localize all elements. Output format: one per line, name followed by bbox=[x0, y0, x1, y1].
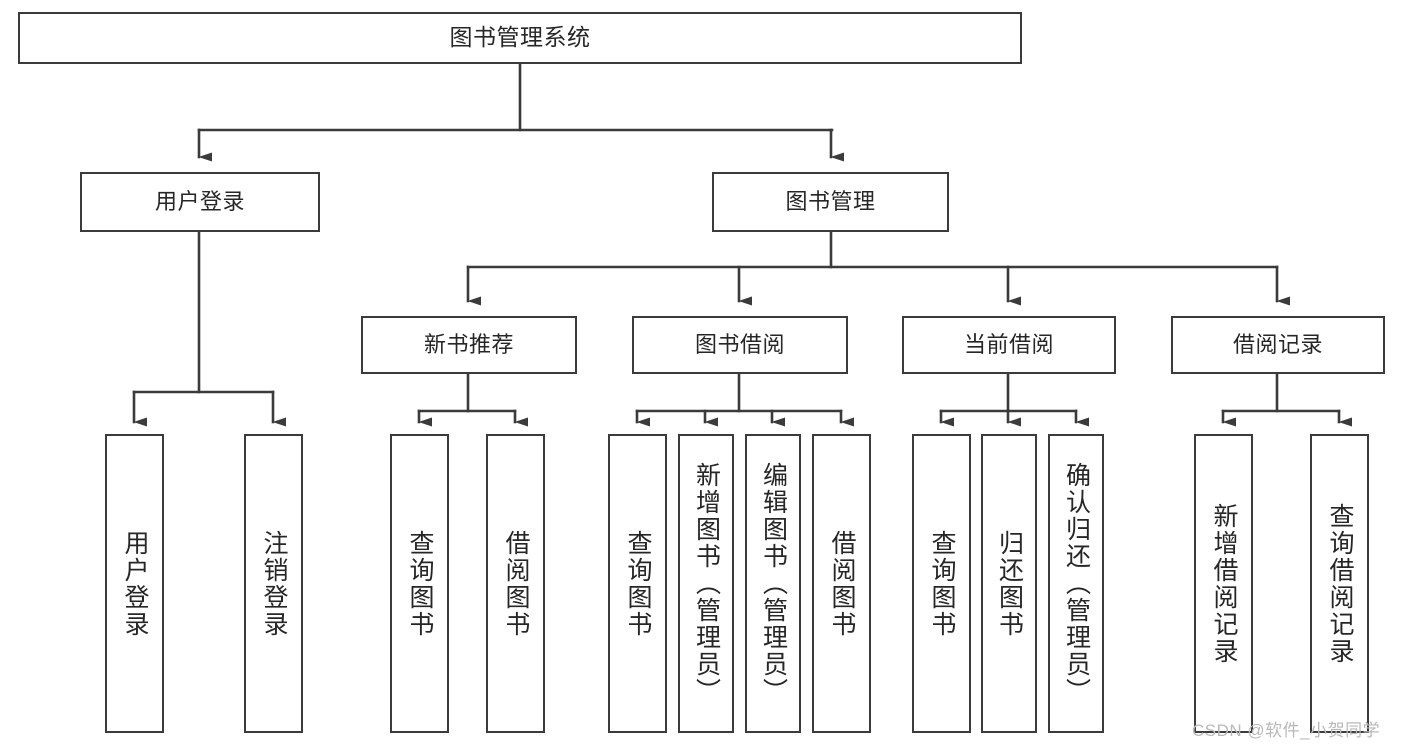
node-new-book-recommend-label: 新书推荐 bbox=[423, 332, 514, 358]
leaf-newbook-borrow-book-label: 借阅图书 bbox=[502, 529, 530, 638]
node-book-management-label: 图书管理 bbox=[785, 189, 876, 215]
leaf-borrow-query-book[interactable]: 查询图书 bbox=[608, 434, 667, 733]
leaf-borrow-add-book-admin-label: 新增图书（管理员） bbox=[692, 462, 721, 705]
leaf-borrow-borrow-book[interactable]: 借阅图书 bbox=[812, 434, 871, 733]
node-user-login[interactable]: 用户登录 bbox=[80, 172, 320, 232]
leaf-borrow-add-book-admin[interactable]: 新增图书（管理员） bbox=[678, 434, 734, 733]
node-user-login-label: 用户登录 bbox=[154, 189, 245, 215]
leaf-current-return-book-label: 归还图书 bbox=[995, 529, 1024, 638]
leaf-logout-login-label: 注销登录 bbox=[260, 529, 288, 638]
leaf-user-login-label: 用户登录 bbox=[121, 529, 149, 638]
leaf-records-add-record-label: 新增借阅记录 bbox=[1210, 502, 1238, 665]
node-book-borrow[interactable]: 图书借阅 bbox=[632, 316, 848, 374]
leaf-current-query-book[interactable]: 查询图书 bbox=[912, 434, 971, 733]
leaf-records-add-record[interactable]: 新增借阅记录 bbox=[1194, 434, 1253, 733]
csdn-watermark: CSDN @软件_小贺同学 bbox=[1192, 721, 1381, 740]
node-current-borrow-label: 当前借阅 bbox=[963, 332, 1054, 358]
leaf-records-query-record-label: 查询借阅记录 bbox=[1326, 502, 1354, 665]
leaf-newbook-query-book-label: 查询图书 bbox=[406, 529, 434, 638]
leaf-current-confirm-return-admin[interactable]: 确认归还（管理员） bbox=[1048, 434, 1104, 733]
leaf-records-query-record[interactable]: 查询借阅记录 bbox=[1310, 434, 1369, 733]
leaf-user-login[interactable]: 用户登录 bbox=[105, 434, 164, 733]
leaf-newbook-borrow-book[interactable]: 借阅图书 bbox=[486, 434, 545, 733]
node-new-book-recommend[interactable]: 新书推荐 bbox=[361, 316, 577, 374]
leaf-logout-login[interactable]: 注销登录 bbox=[244, 434, 303, 733]
leaf-borrow-edit-book-admin-label: 编辑图书（管理员） bbox=[759, 462, 788, 705]
node-root-label: 图书管理系统 bbox=[449, 24, 591, 51]
node-root[interactable]: 图书管理系统 bbox=[18, 12, 1022, 64]
node-borrow-records-label: 借阅记录 bbox=[1232, 332, 1323, 358]
leaf-borrow-edit-book-admin[interactable]: 编辑图书（管理员） bbox=[745, 434, 801, 733]
leaf-newbook-query-book[interactable]: 查询图书 bbox=[390, 434, 449, 733]
leaf-current-query-book-label: 查询图书 bbox=[928, 529, 956, 638]
node-book-management[interactable]: 图书管理 bbox=[712, 172, 949, 232]
leaf-borrow-query-book-label: 查询图书 bbox=[624, 529, 652, 638]
leaf-current-return-book[interactable]: 归还图书 bbox=[981, 434, 1037, 733]
leaf-current-confirm-return-admin-label: 确认归还（管理员） bbox=[1062, 462, 1091, 705]
node-borrow-records[interactable]: 借阅记录 bbox=[1171, 316, 1385, 374]
node-current-borrow[interactable]: 当前借阅 bbox=[902, 316, 1116, 374]
node-book-borrow-label: 图书借阅 bbox=[694, 332, 785, 358]
leaf-borrow-borrow-book-label: 借阅图书 bbox=[828, 529, 856, 638]
